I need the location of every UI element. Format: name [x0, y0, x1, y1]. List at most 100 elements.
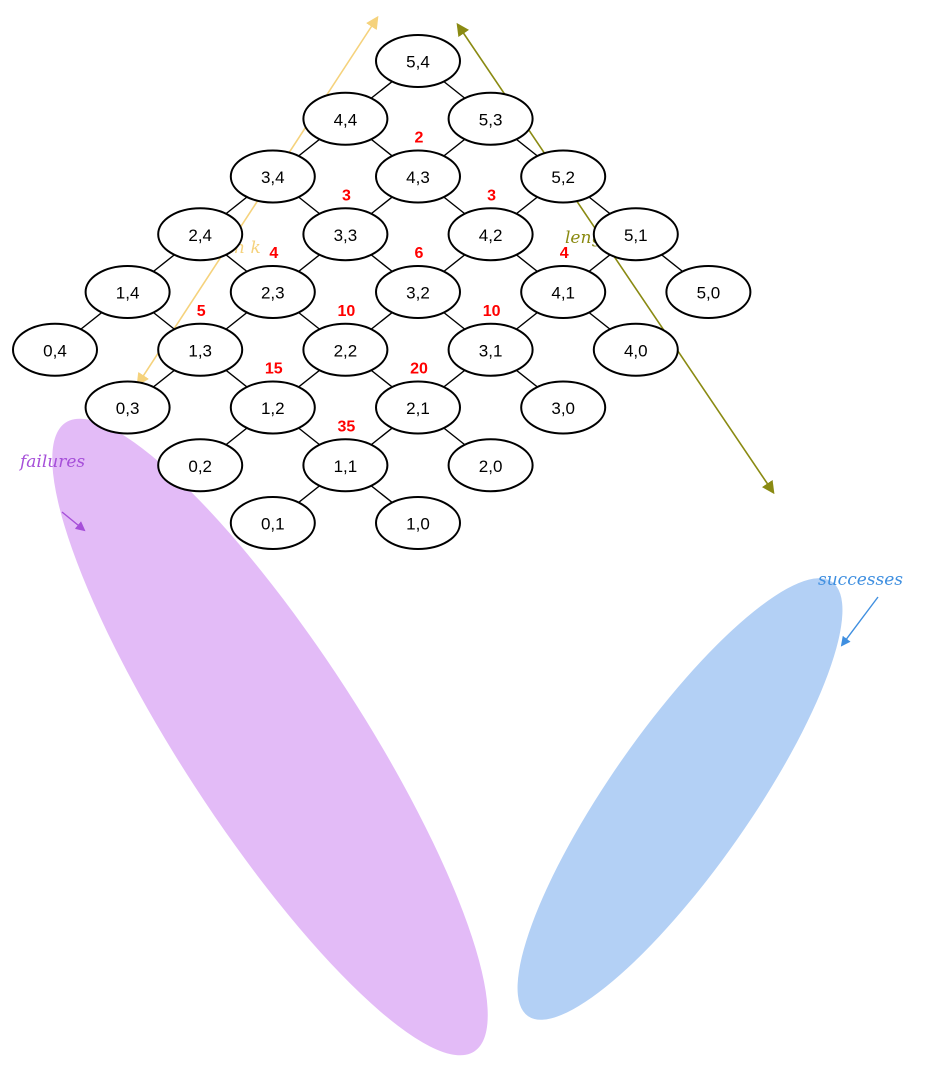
- lattice-node: 3,2: [375, 265, 461, 319]
- lattice-node: 3,4: [229, 149, 316, 204]
- lattice-node: 3,3: [302, 207, 389, 262]
- node-ellipse: [302, 438, 389, 493]
- lattice-node: 4,1: [520, 265, 607, 319]
- node-ellipse: [229, 265, 316, 319]
- lattice-node: 1,0: [375, 496, 461, 550]
- node-ellipse: [229, 380, 316, 435]
- lattice-nodes: 5,4 5,3 4,4 5,2 4,3 3,4 5,1 4,2 3,3 2,4 5,0 4,1 3,2 2…: [12, 34, 752, 550]
- path-count-label: 4: [269, 245, 278, 262]
- node-label: 5,1: [624, 226, 648, 245]
- node-label: 3,1: [479, 341, 503, 360]
- node-ellipse: [229, 496, 316, 550]
- node-ellipse: [229, 149, 316, 204]
- node-ellipse: [520, 265, 607, 319]
- node-ellipse: [157, 322, 244, 377]
- node-label: 4,3: [406, 168, 430, 187]
- lattice-node: 1,4: [84, 265, 171, 319]
- lattice-node: 5,1: [592, 207, 679, 262]
- node-ellipse: [375, 496, 461, 550]
- lattice-node: 1,2: [229, 380, 316, 435]
- node-label: 2,4: [188, 226, 212, 245]
- lattice-node: 0,3: [84, 380, 171, 435]
- node-ellipse: [302, 207, 389, 262]
- node-label: 3,0: [551, 399, 575, 418]
- node-ellipse: [84, 265, 171, 319]
- successes-arrow: [840, 596, 879, 647]
- node-ellipse: [157, 438, 244, 493]
- path-count-label: 20: [410, 361, 428, 378]
- lattice-node: 2,1: [375, 380, 461, 435]
- node-ellipse: [520, 380, 607, 435]
- node-ellipse: [375, 265, 461, 319]
- path-count-label: 3: [342, 187, 351, 204]
- node-ellipse: [520, 149, 607, 204]
- lattice-node: 5,4: [375, 34, 461, 88]
- node-ellipse: [12, 322, 98, 377]
- node-ellipse: [592, 207, 679, 262]
- node-label: 3,2: [406, 284, 430, 303]
- lattice-node: 4,3: [375, 149, 461, 204]
- node-ellipse: [447, 322, 534, 377]
- lattice-node: 3,1: [447, 322, 534, 377]
- node-ellipse: [302, 322, 389, 377]
- lattice-node: 2,0: [447, 438, 534, 493]
- lattice-node: 5,3: [447, 91, 534, 146]
- node-label: 4,2: [479, 226, 503, 245]
- node-label: 0,3: [116, 399, 140, 418]
- path-count-label: 15: [265, 361, 283, 378]
- node-ellipse: [375, 34, 461, 88]
- node-label: 0,4: [43, 341, 67, 360]
- node-ellipse: [592, 322, 679, 377]
- node-ellipse: [665, 265, 752, 319]
- node-label: 0,2: [188, 457, 212, 476]
- lattice-node: 0,2: [157, 438, 244, 493]
- lattice-node: 2,4: [157, 207, 244, 262]
- node-label: 1,4: [116, 284, 140, 303]
- node-label: 5,0: [697, 284, 721, 303]
- successes-label: successes: [818, 570, 903, 590]
- node-ellipse: [302, 91, 389, 146]
- node-label: 2,3: [261, 284, 285, 303]
- node-ellipse: [447, 438, 534, 493]
- node-label: 3,3: [334, 226, 358, 245]
- path-count-label: 10: [338, 303, 356, 320]
- lattice-node: 2,2: [302, 322, 389, 377]
- node-label: 2,2: [334, 341, 358, 360]
- node-label: 1,3: [188, 341, 212, 360]
- lattice-node: 1,1: [302, 438, 389, 493]
- node-label: 5,3: [479, 110, 503, 129]
- node-label: 1,2: [261, 399, 285, 418]
- path-count-label: 6: [415, 245, 424, 262]
- lattice-node: 0,1: [229, 496, 316, 550]
- node-ellipse: [375, 380, 461, 435]
- node-ellipse: [157, 207, 244, 262]
- lattice-node: 5,0: [665, 265, 752, 319]
- successes-region: [517, 578, 843, 1020]
- node-label: 5,4: [406, 53, 430, 72]
- lattice-node: 3,0: [520, 380, 607, 435]
- path-count-label: 3: [487, 187, 496, 204]
- node-ellipse: [375, 149, 461, 204]
- path-count-label: 5: [197, 303, 206, 320]
- failures-arrow: [61, 511, 86, 532]
- lattice-node: 4,4: [302, 91, 389, 146]
- node-label: 4,1: [551, 284, 575, 303]
- node-label: 1,1: [334, 457, 358, 476]
- node-label: 0,1: [261, 515, 285, 534]
- node-label: 1,0: [406, 515, 430, 534]
- node-label: 4,0: [624, 341, 648, 360]
- path-count-label: 2: [415, 130, 424, 147]
- lattice-node: 2,3: [229, 265, 316, 319]
- node-ellipse: [84, 380, 171, 435]
- node-ellipse: [447, 91, 534, 146]
- node-label: 4,4: [334, 110, 358, 129]
- node-label: 2,1: [406, 399, 430, 418]
- lattice-node: 4,2: [447, 207, 534, 262]
- path-count-label: 35: [338, 418, 356, 435]
- failures-label: failures: [18, 452, 85, 472]
- node-label: 2,0: [479, 457, 503, 476]
- node-label: 5,2: [551, 168, 575, 187]
